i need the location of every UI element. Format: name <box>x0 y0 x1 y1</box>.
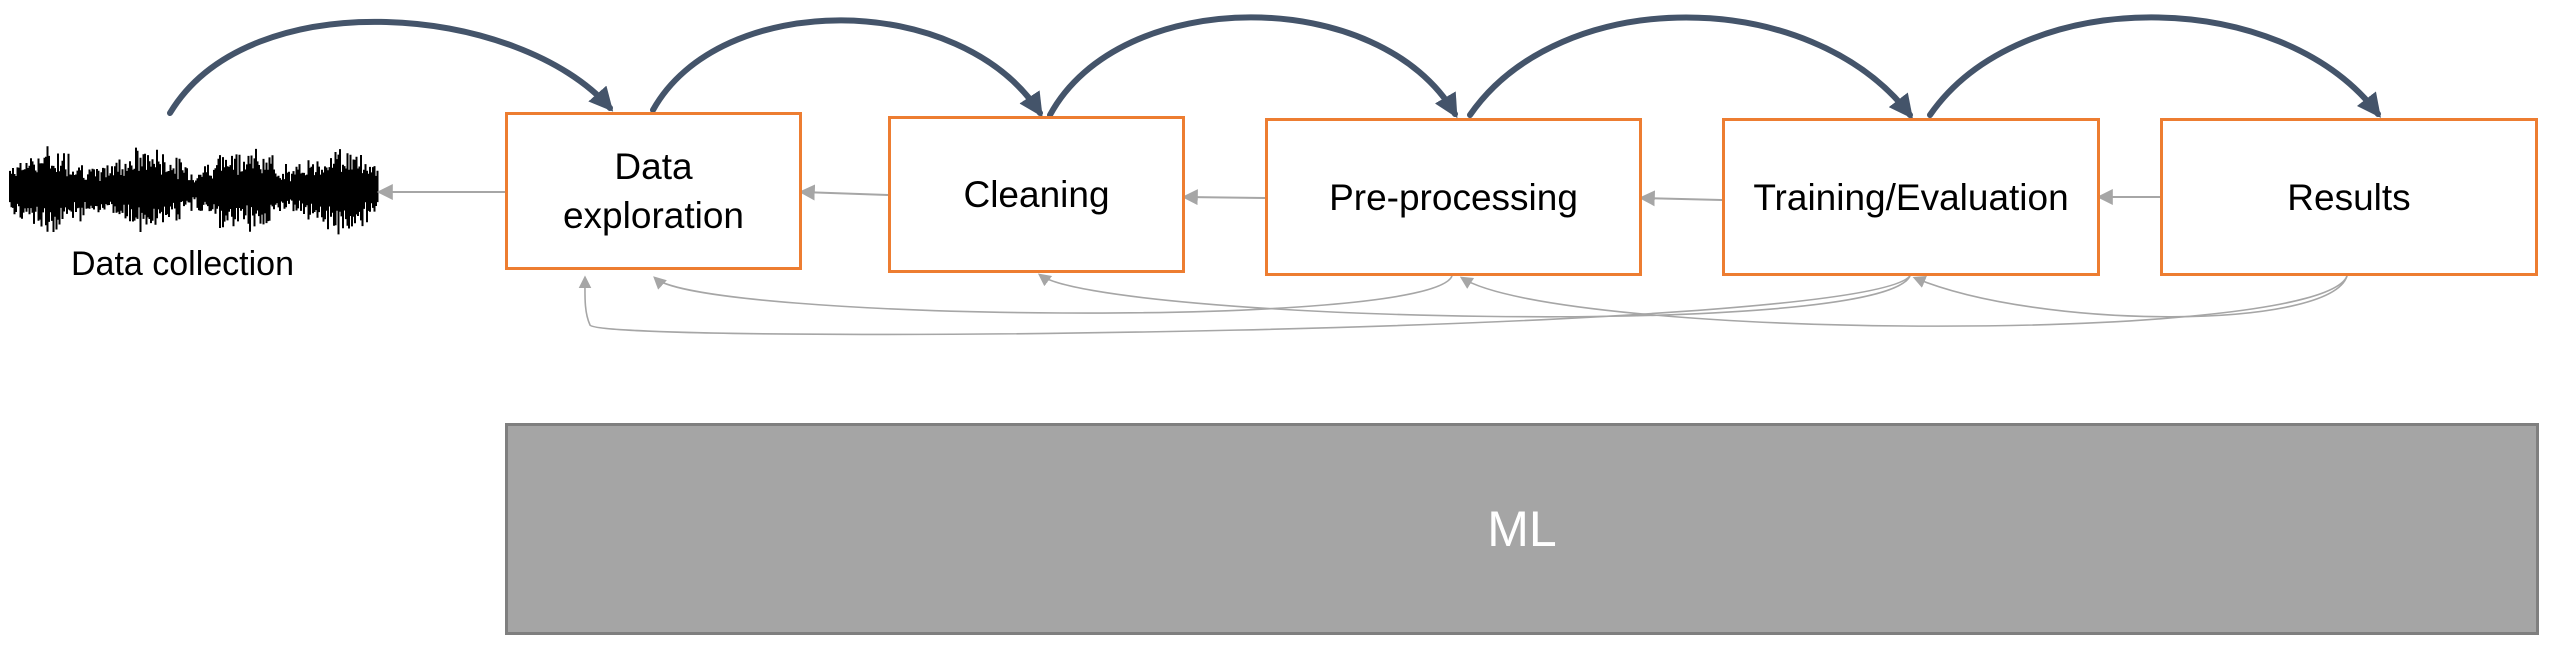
stage-pre-processing: Pre-processing <box>1265 118 1642 276</box>
ml-bar: ML <box>505 423 2539 635</box>
stage-cleaning: Cleaning <box>888 116 1185 273</box>
back-arrow-preprocessing-to-cleaning <box>1181 189 1266 206</box>
waveform-path <box>9 146 379 235</box>
stage-label: Training/Evaluation <box>1753 176 2069 218</box>
back-arrows <box>376 184 2160 207</box>
data-collection-label: Data collection <box>70 245 294 283</box>
feedback-preprocessing-to-exploration <box>653 275 1453 314</box>
stage-training-evaluation: Training/Evaluation <box>1722 118 2100 276</box>
feedback-arrows <box>578 273 2348 336</box>
forward-arrows <box>167 14 2381 119</box>
forward-arrow-preprocessing-to-training <box>1467 14 1913 119</box>
forward-arrow-cleaning-to-preprocessing <box>1047 14 1458 119</box>
forward-arrow-collection-to-exploration <box>167 18 614 116</box>
feedback-training-to-datacollection-row <box>578 275 1911 336</box>
stage-results: Results <box>2160 118 2538 276</box>
waveform-icon <box>9 146 379 235</box>
feedback-results-to-training <box>1912 275 2348 318</box>
feedback-training-to-cleaning <box>1037 273 1911 318</box>
stage-data-exploration: Data exploration <box>505 112 802 270</box>
back-arrow-training-to-preprocessing <box>1638 190 1723 207</box>
stage-label: Cleaning <box>963 174 1110 215</box>
stage-label: Pre-processing <box>1329 176 1578 218</box>
feedback-results-to-preprocessing <box>1459 275 2348 327</box>
stage-label: Results <box>2287 176 2411 218</box>
back-arrow-cleaning-to-exploration <box>798 184 889 201</box>
ml-label: ML <box>1487 501 1557 557</box>
stage-label: Data exploration <box>562 146 744 236</box>
forward-arrow-training-to-results <box>1927 14 2381 118</box>
forward-arrow-exploration-to-cleaning <box>650 17 1043 118</box>
